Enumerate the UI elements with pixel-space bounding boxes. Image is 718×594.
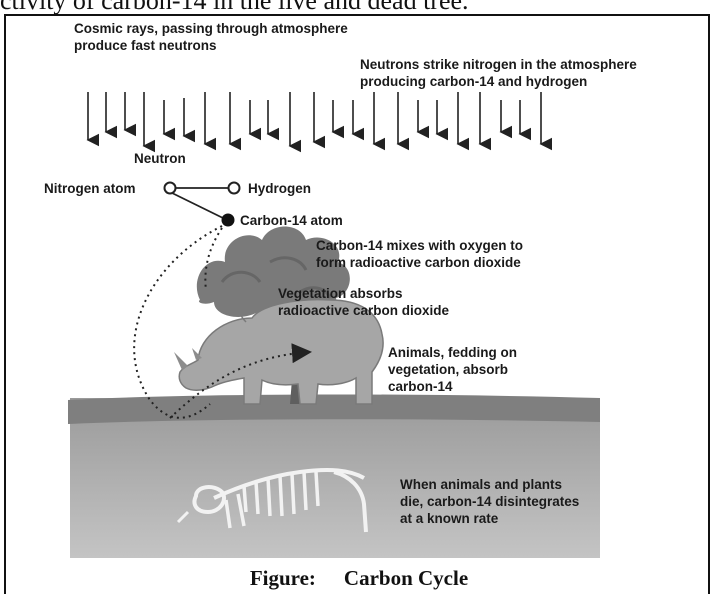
cosmic-ray-arrows [88,92,541,146]
nitrogen-atom-label: Nitrogen atom [44,180,136,197]
cosmic-rays-label: Cosmic rays, passing through atmosphere … [74,20,348,54]
nitrogen-atom [165,183,176,194]
animals-label: Animals, fedding on vegetation, absorb c… [388,344,517,395]
caption-prefix: Figure: [250,566,316,590]
neutrons-strike-label: Neutrons strike nitrogen in the atmosphe… [360,56,637,90]
carbon14-atom [222,214,235,227]
caption-title: Carbon Cycle [344,566,468,590]
carbon14-atom-label: Carbon-14 atom [240,212,343,229]
death-decay-label: When animals and plants die, carbon-14 d… [400,476,579,527]
atom-reaction [165,183,240,227]
vegetation-label: Vegetation absorbs radioactive carbon di… [278,285,449,319]
figure-caption: Figure: Carbon Cycle [0,566,718,591]
carbon14-mixes-label: Carbon-14 mixes with oxygen to form radi… [316,237,523,271]
neutron-label: Neutron [134,150,186,167]
hydrogen-label: Hydrogen [248,180,311,197]
hydrogen-atom [229,183,240,194]
